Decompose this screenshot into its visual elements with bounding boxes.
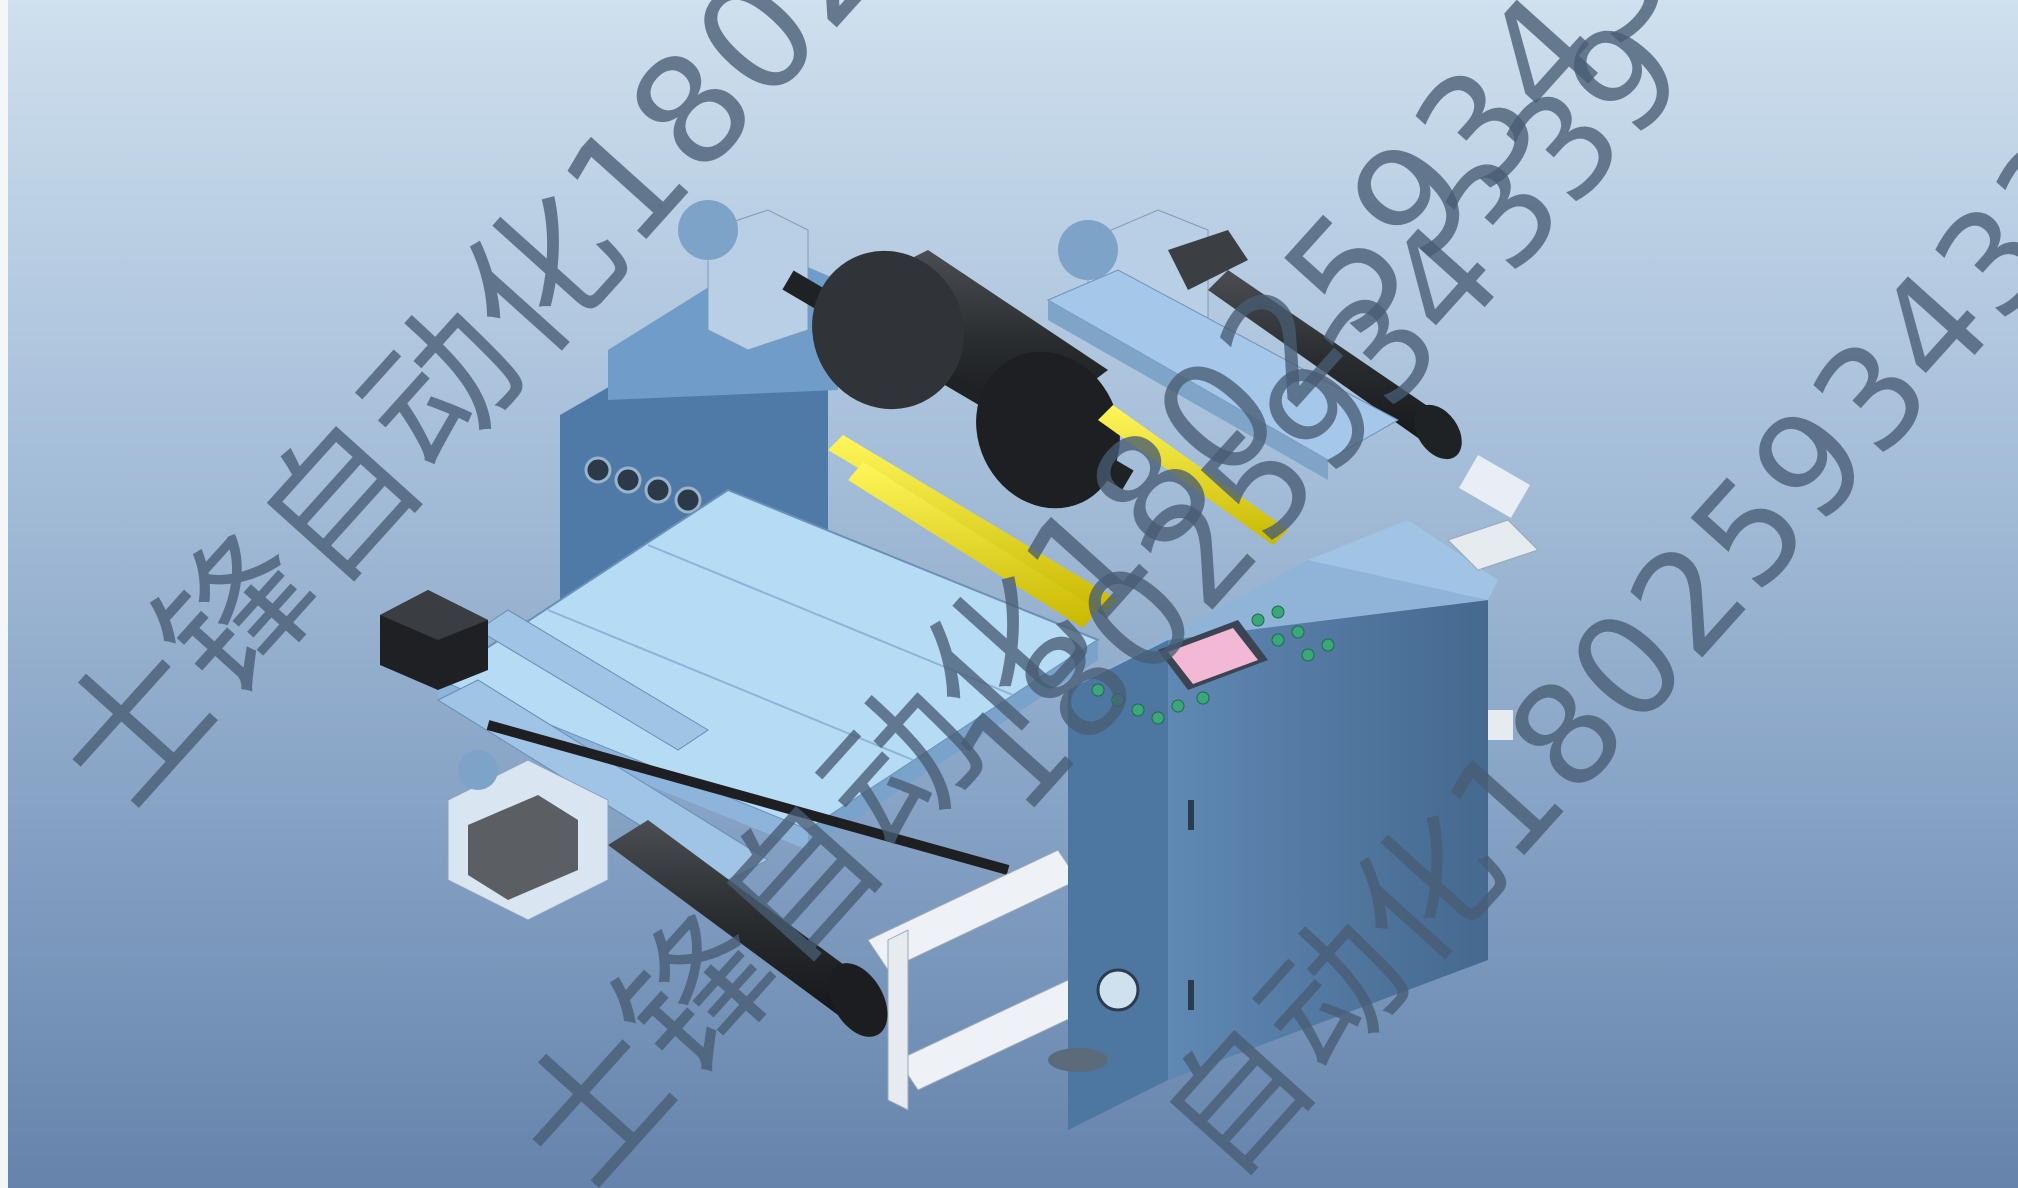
hmi-panel [1091, 605, 1335, 725]
control-buttons [1091, 605, 1335, 725]
right-side-rail [1447, 519, 1539, 740]
lower-white-frame [867, 849, 1089, 1111]
rear-right-roller [1208, 270, 1530, 518]
lower-black-roller [486, 720, 1010, 1037]
machine-3d-model [380, 200, 1539, 1130]
servo-motor-left [380, 590, 488, 690]
lower-motor-left [447, 750, 609, 921]
control-cabinet [1048, 520, 1498, 1130]
rear-gauges [584, 456, 702, 514]
main-black-roll [782, 250, 1134, 509]
yellow-rollers [828, 405, 1288, 628]
upper-right-frame [1046, 269, 1400, 480]
rear-motor-left [678, 200, 809, 351]
cad-viewport[interactable]: 士锋自动化18025 18025934339 士锋自动化18025934339 … [8, 0, 2018, 1188]
